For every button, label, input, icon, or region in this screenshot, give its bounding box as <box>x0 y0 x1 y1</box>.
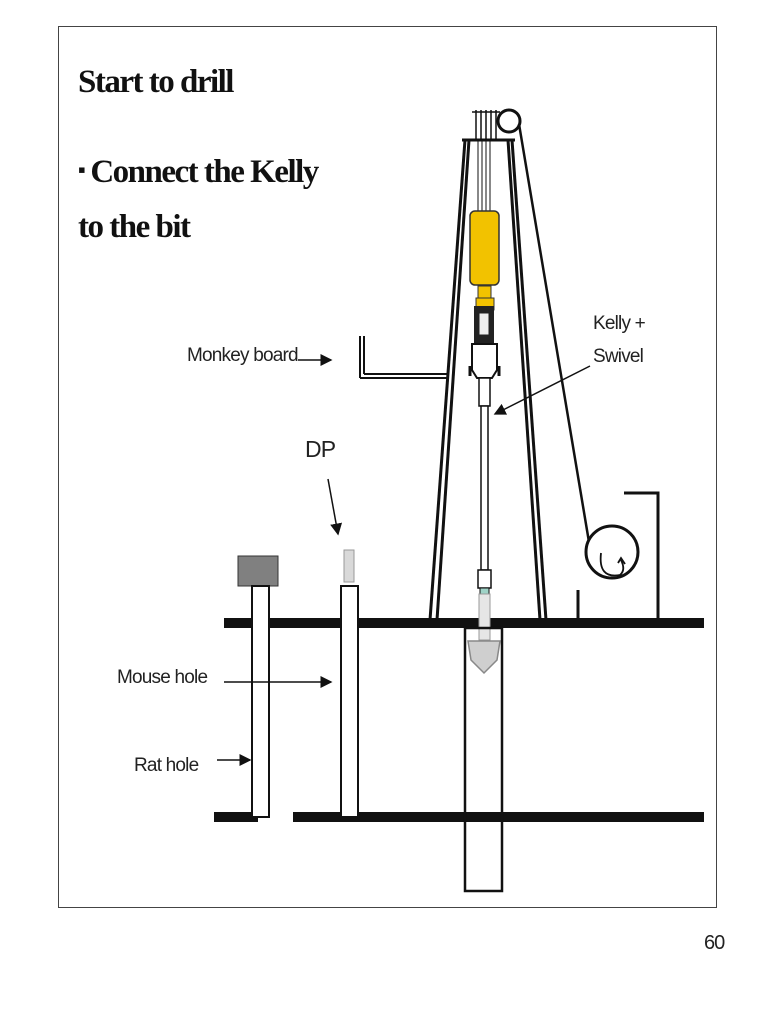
slide-title: Start to drill <box>78 64 234 100</box>
label-monkey-board: Monkey board <box>187 345 299 366</box>
label-rat-hole: Rat hole <box>134 755 199 776</box>
mouse-hole <box>340 549 359 818</box>
lower-ground-line <box>214 812 704 822</box>
crown-block <box>472 108 522 140</box>
fast-line <box>517 123 594 561</box>
drawworks <box>576 491 660 618</box>
wellbore <box>463 626 504 893</box>
label-mouse-hole: Mouse hole <box>117 667 208 688</box>
derrick <box>428 138 548 621</box>
monkey-board <box>359 336 449 379</box>
drill-pipe-connection <box>478 593 491 641</box>
kelly <box>477 377 492 595</box>
label-kelly-swivel-line1: Kelly + <box>593 313 646 334</box>
swivel <box>468 306 501 379</box>
drilling-lines <box>477 140 491 212</box>
label-dp: DP <box>305 436 336 462</box>
drill-bit <box>467 640 501 675</box>
kelly-swivel-arrow <box>493 365 591 415</box>
bullet-marker: ▪ <box>78 157 86 182</box>
bullet-point: ▪Connect the Kelly to the bit <box>78 146 338 253</box>
rat-hole <box>237 555 279 818</box>
rig-floor <box>224 618 704 628</box>
label-kelly-swivel-line2: Swivel <box>593 346 644 367</box>
page-number: 60 <box>704 932 725 954</box>
bullet-text: Connect the Kelly to the bit <box>78 154 319 245</box>
slide-frame <box>58 26 717 908</box>
travelling-block <box>469 210 500 286</box>
dp-arrow <box>327 478 343 536</box>
